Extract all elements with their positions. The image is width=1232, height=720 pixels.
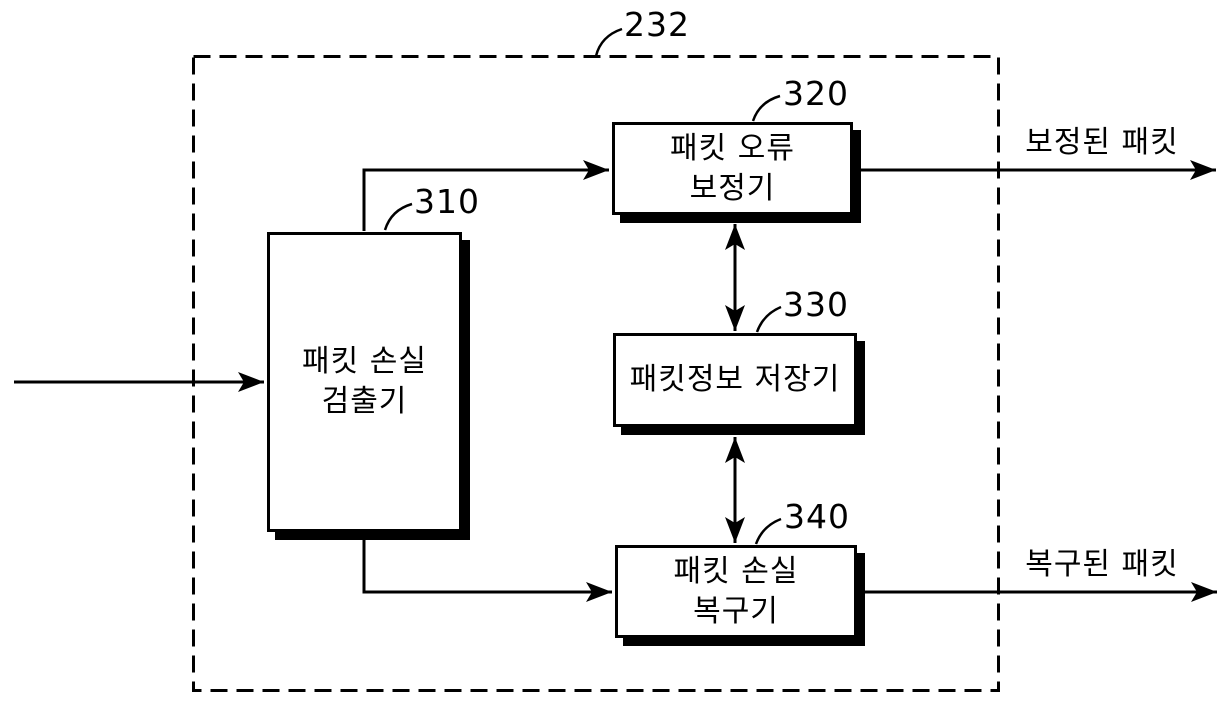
output-label-corrected-packet: 보정된 패킷 [1025, 125, 1179, 160]
recoverer-label-line1: 패킷 손실 [673, 553, 799, 589]
corrector-label-line2: 보정기 [689, 170, 776, 206]
ref-label-320: 320 [783, 74, 849, 113]
ref-label-310: 310 [414, 182, 480, 221]
detector-label-line1: 패킷 손실 [302, 344, 427, 379]
block-packet-info-storage: 패킷정보 저장기 [613, 333, 857, 427]
arrow-detector-to-corrector [362, 160, 609, 231]
ref-label-232: 232 [624, 5, 690, 44]
detector-label-line2: 검출기 [321, 384, 408, 419]
output-label-recovered-packet: 복구된 패킷 [1025, 547, 1179, 582]
storage-label-line1: 패킷정보 저장기 [629, 362, 841, 397]
block-packet-loss-detector: 패킷 손실 검출기 [267, 232, 462, 532]
leader-line-320 [751, 94, 781, 122]
block-packet-error-corrector: 패킷 오류 보정기 [612, 122, 853, 215]
corrector-label-line1: 패킷 오류 [670, 130, 795, 166]
block-packet-error-corrector-label: 패킷 오류 보정기 [670, 129, 795, 209]
block-packet-info-storage-label: 패킷정보 저장기 [630, 360, 841, 400]
ref-label-330: 330 [783, 285, 849, 324]
arrow-detector-to-recoverer [362, 533, 612, 602]
block-packet-loss-recoverer-label: 패킷 손실 복구기 [674, 552, 799, 632]
leader-line-232 [594, 27, 623, 57]
dashed-module-boundary [192, 55, 1000, 692]
block-packet-loss-detector-label: 패킷 손실 검출기 [302, 342, 427, 422]
leader-line-310 [383, 202, 413, 231]
leader-line-330 [755, 305, 782, 333]
recoverer-label-line2: 복구기 [693, 593, 779, 629]
block-packet-loss-recoverer: 패킷 손실 복구기 [615, 545, 857, 638]
leader-line-340 [754, 517, 782, 545]
ref-label-340: 340 [784, 497, 850, 536]
